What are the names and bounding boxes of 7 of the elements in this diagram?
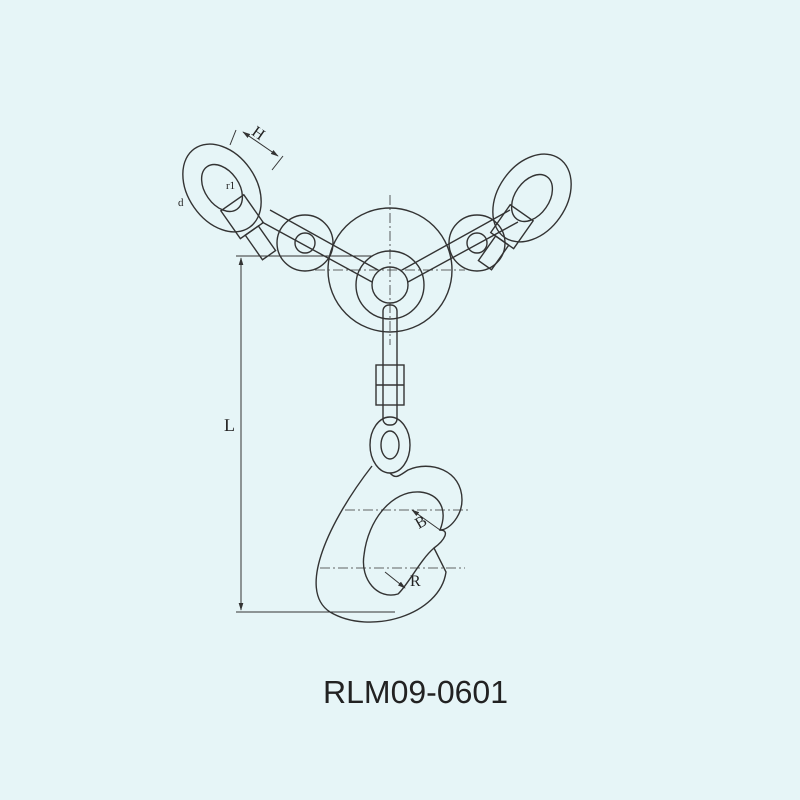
model-number: RLM09-0601 [323, 676, 508, 708]
dimension-label: r1 [226, 181, 236, 192]
dimension-label: d [178, 198, 184, 209]
dimension-label: R [410, 574, 421, 590]
dimension-label: L [224, 416, 235, 434]
dimension-label: B [412, 513, 430, 533]
dimension-label: H [248, 124, 268, 144]
